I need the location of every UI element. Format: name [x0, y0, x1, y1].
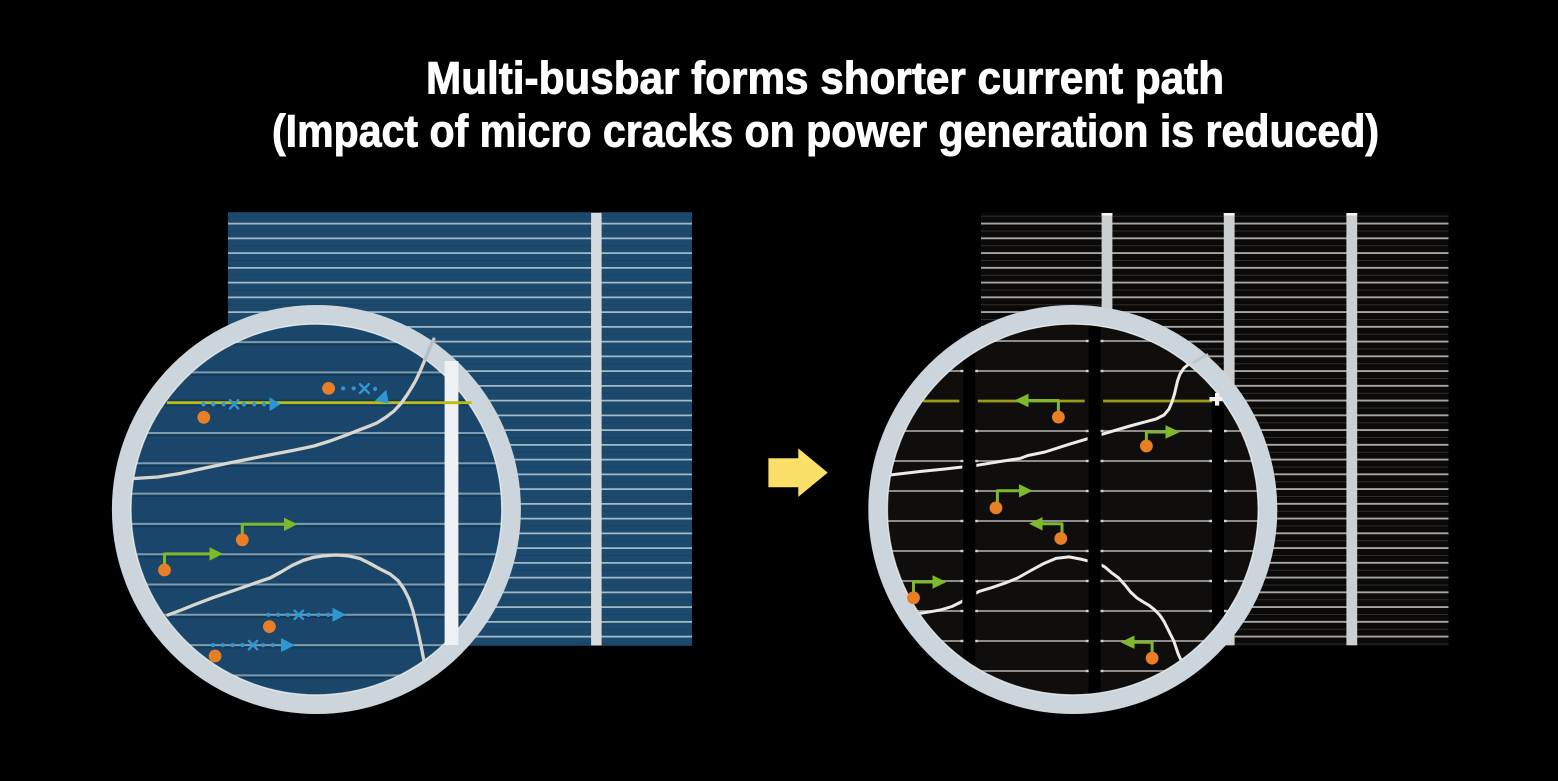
- svg-text:(Impact of micro cracks on pow: (Impact of micro cracks on power generat…: [272, 105, 1379, 156]
- svg-text:Multi-busbar forms shorter cur: Multi-busbar forms shorter current path: [426, 53, 1224, 104]
